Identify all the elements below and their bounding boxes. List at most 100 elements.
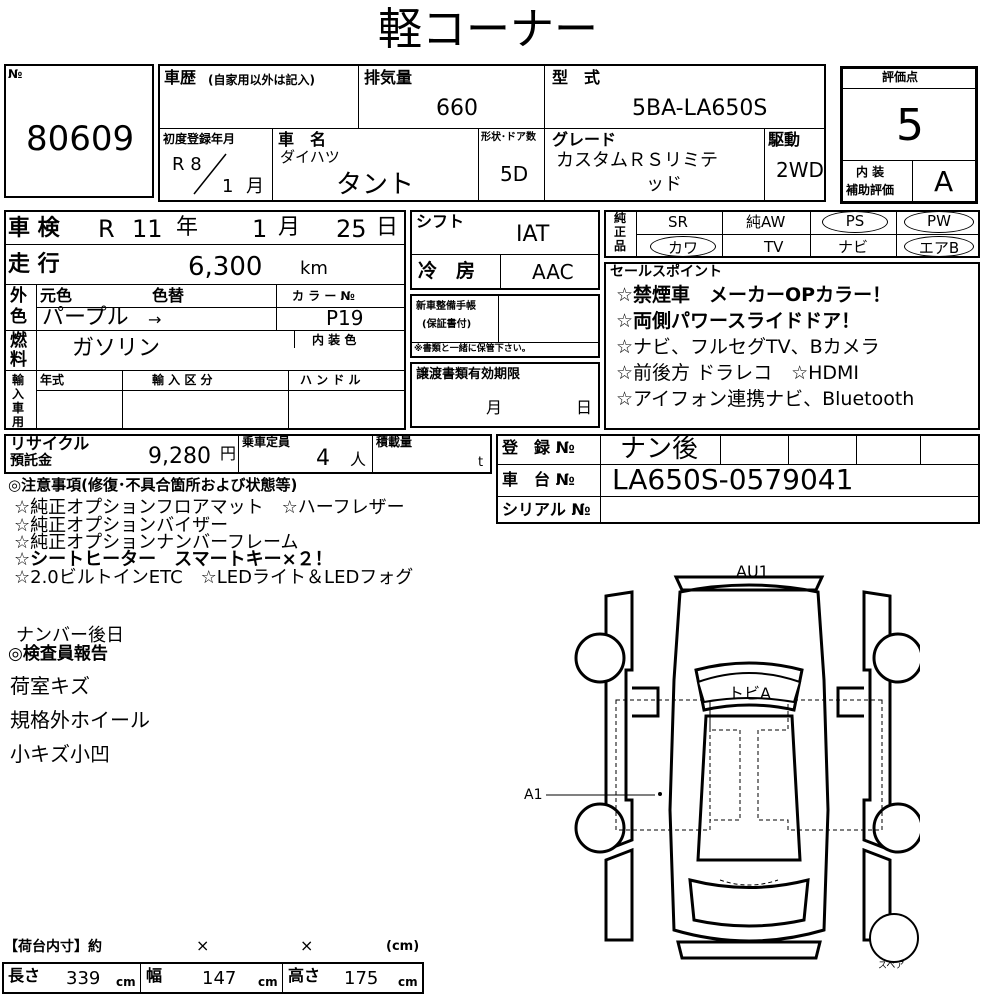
genuine-airbag: エアB (904, 236, 974, 257)
grade-line1: カスタムＲＳリミテ (556, 150, 718, 171)
shift-label: シフト (416, 212, 465, 231)
sales-point-4: ☆前後方 ドラレコ ☆HDMI (616, 362, 860, 384)
a1-label: A1 (524, 787, 543, 803)
manual-label-2: (保証書付) (422, 319, 472, 330)
inspection-year: 11 (132, 215, 163, 243)
sales-points-box (604, 262, 980, 430)
car-name: タント (336, 170, 415, 200)
transfer-day: 日 (576, 398, 593, 417)
capacity-unit: 人 (350, 450, 367, 469)
recycle-value: 9,280 (148, 444, 211, 469)
transfer-box (410, 362, 600, 428)
sales-points-label: セールスポイント (610, 264, 722, 280)
doors-value: 5D (500, 162, 529, 186)
genuine-pw-label: PW (927, 212, 951, 230)
grade-line2: ッド (646, 174, 682, 195)
genuine-side-1: 純 (614, 211, 627, 225)
import-side-3: 車 (12, 401, 25, 415)
chassis-label: 車 台 № (502, 470, 575, 489)
sales-point-1: ☆禁煙車 メーカーOPカラー！ (616, 284, 892, 306)
history-label: 車歴 (164, 68, 197, 87)
cargo-unit-head: (cm) (386, 939, 420, 954)
notes-heading: ◎注意事項(修復･不具合箇所および状態等) (8, 476, 298, 494)
car-name-label: 車 名 (278, 130, 327, 149)
load-unit: t (478, 455, 484, 470)
inspection-month-unit: 月 (278, 215, 301, 240)
capacity-label: 乗車定員 (242, 435, 291, 449)
spare-label: スペア (878, 961, 905, 971)
inspection-month: 1 (252, 215, 268, 243)
model-type-label: 型 式 (552, 68, 601, 87)
load-label: 積載量 (376, 435, 413, 449)
transfer-month: 月 (486, 398, 503, 417)
cargo-height: 175 (344, 968, 379, 989)
registration-label: 登 録 № (502, 438, 575, 457)
drive-value: 2WD (776, 158, 824, 182)
first-reg-month: 1 (222, 176, 234, 197)
note-1: ☆純正オプションフロアマット ☆ハーフレザー (14, 497, 405, 518)
inspection-era: R (98, 215, 115, 243)
displacement-value: 660 (436, 96, 478, 121)
fuel-side-1: 燃 (10, 331, 27, 351)
cargo-height-label: 高さ (288, 966, 321, 985)
car-damage-diagram (546, 575, 920, 963)
car-maker: ダイハツ (280, 148, 340, 166)
cargo-width: 147 (202, 968, 237, 989)
color-code-label: カ ラ ー № (292, 289, 355, 303)
recycle-row (4, 434, 492, 474)
interior-score-label-1: 内 装 (856, 165, 885, 179)
lot-number: 80609 (26, 119, 135, 159)
interior-score-value: A (934, 165, 954, 198)
color-change-arrow: → (148, 310, 162, 329)
color-code: P19 (326, 306, 364, 330)
genuine-ps-label: PS (845, 212, 865, 230)
mileage-unit: km (300, 258, 328, 279)
note-4: ☆シートヒーター スマートキー×２！ (14, 549, 333, 570)
score-value: 5 (896, 100, 924, 151)
first-reg-month-unit: 月 (246, 176, 264, 197)
manual-label-1: 新車整備手帳 (416, 301, 476, 312)
genuine-aw: 純AW (746, 213, 786, 231)
inspector-item-3: 小キズ小凹 (10, 742, 110, 766)
ac-label: 冷 房 (418, 260, 476, 282)
displacement-label: 排気量 (364, 68, 413, 87)
cargo-dimensions-grid (2, 962, 424, 994)
fuel-side-2: 料 (10, 350, 27, 370)
header-grid (158, 64, 826, 202)
genuine-leather: カワ (650, 236, 716, 257)
grade-label: グレード (552, 130, 617, 149)
recycle-label-2: 預託金 (10, 453, 52, 469)
import-class-label: 輸 入 区 分 (152, 373, 213, 387)
note-5: ☆2.0ビルトインETC ☆LEDライト＆LEDフォグ (14, 567, 414, 588)
genuine-tv: TV (764, 238, 784, 256)
handle-label: ハ ン ド ル (300, 373, 361, 387)
shift-ac-grid (410, 210, 600, 290)
slash-divider (193, 153, 227, 195)
fuel-value: ガソリン (72, 336, 161, 361)
vehicle-info-grid (4, 210, 406, 430)
sales-point-2: ☆両側パワースライドドア！ (616, 310, 861, 332)
mileage-label: 走 行 (8, 252, 60, 277)
cargo-length-label: 長さ (8, 966, 41, 985)
mileage-value: 6,300 (188, 252, 263, 282)
import-side-4: 用 (12, 415, 25, 429)
color-change-label: 色替 (152, 286, 185, 305)
serial-label: シリアル № (502, 500, 591, 519)
transfer-label: 譲渡書類有効期限 (416, 367, 521, 382)
genuine-side-2: 正 (614, 225, 627, 239)
cargo-length: 339 (66, 968, 101, 989)
cargo-width-label: 幅 (146, 966, 163, 985)
color-value: パープル (42, 305, 129, 330)
inspector-heading: ◎検査員報告 (8, 644, 108, 664)
import-year-label: 年式 (40, 373, 65, 387)
inspector-item-1: 荷室キズ (10, 674, 90, 698)
history-note: (自家用以外は記入) (208, 73, 315, 87)
docs-note: ※書類と一緒に保管下さい。 (414, 344, 531, 354)
ac-value: AAC (532, 260, 574, 284)
registration-value: ナン後 (620, 434, 699, 464)
sales-point-3: ☆ナビ、フルセグTV、Bカメラ (616, 336, 880, 358)
sales-point-5: ☆アイフォン連携ナビ、Bluetooth (616, 388, 915, 410)
capacity-value: 4 (316, 446, 330, 471)
drive-label: 駆動 (768, 130, 801, 149)
cargo-x1: × (196, 936, 210, 955)
